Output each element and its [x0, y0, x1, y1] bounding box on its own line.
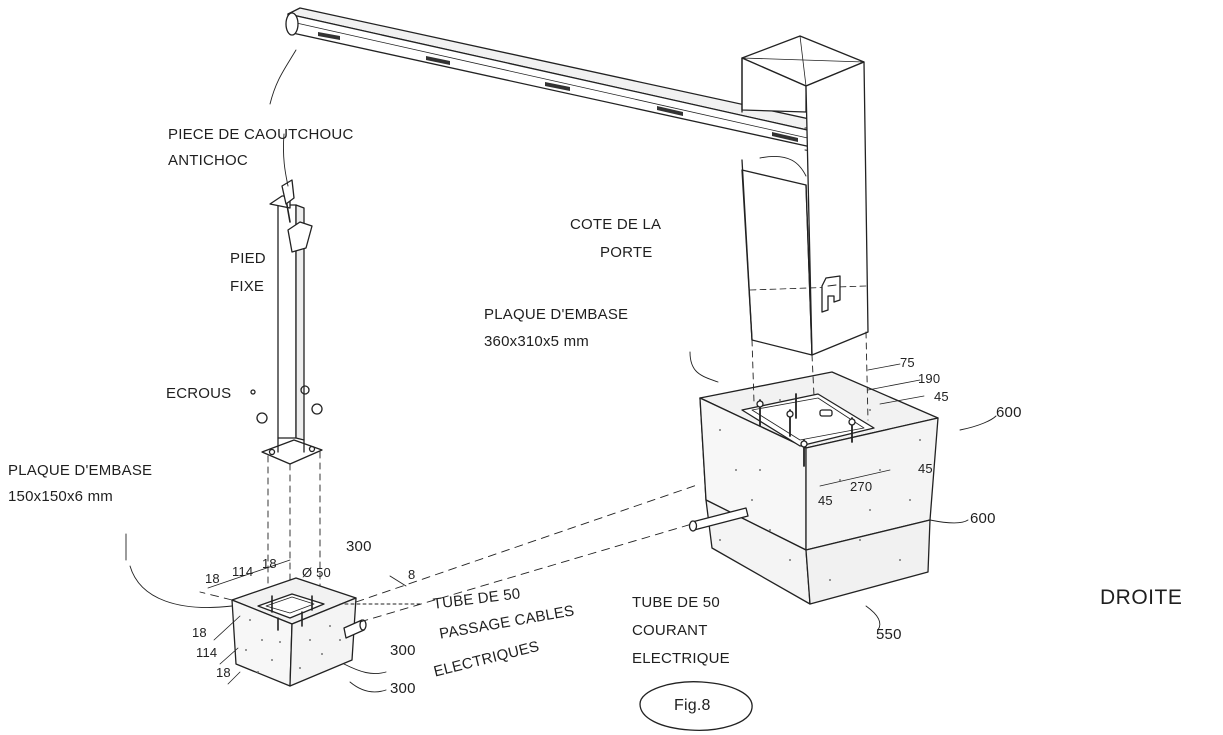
dim-large-45-right: 45 [934, 389, 949, 404]
dim-large-550: 550 [876, 626, 902, 643]
door-side-label-line1: COTE DE LA [570, 216, 662, 233]
dim-small-diameter: Ø 50 [302, 565, 331, 580]
dim-small-18-top: 18 [205, 571, 220, 586]
dim-large-600-side: 600 [970, 510, 996, 527]
foot-label: PIED [230, 250, 266, 267]
dim-small-114-top: 114 [232, 564, 254, 579]
large-base-plate-label: PLAQUE D'EMBASE [484, 306, 629, 323]
dim-large-75: 75 [900, 355, 915, 370]
dim-small-length-8: 8 [408, 567, 416, 582]
dim-large-600-top: 600 [996, 404, 1022, 421]
barrier-cabinet [741, 35, 869, 356]
arm-reflector-strips [318, 32, 798, 142]
small-base-plate-size: 150x150x6 mm [8, 488, 113, 505]
dim-small-300-side: 300 [390, 642, 416, 659]
cabinet-projection-lines [751, 331, 869, 421]
dim-small-18-top-right: 18 [262, 556, 277, 571]
anti-shock-label: ANTICHOC [168, 152, 248, 169]
small-concrete-foundation [231, 577, 367, 687]
dim-large-45-lower-right: 45 [918, 461, 933, 476]
dim-large-190: 190 [918, 371, 941, 386]
dim-small-300-bottom: 300 [390, 680, 416, 697]
foundation-connection-lines [199, 483, 701, 623]
dim-small-18-left-bottom: 18 [216, 665, 231, 680]
side-label: DROITE [1100, 586, 1183, 609]
large-concrete-foundation [688, 371, 939, 605]
dim-small-depth-300: 300 [346, 538, 372, 555]
dim-small-18-left: 18 [192, 625, 207, 640]
figure-number: Fig.8 [674, 697, 711, 714]
large-base-plate-size: 360x310x5 mm [484, 333, 589, 350]
dim-large-45-front: 45 [818, 493, 833, 508]
large-foundation-dimension-lines [819, 363, 925, 487]
power-tube-label-line3: ELECTRIQUE [632, 650, 730, 667]
dim-large-270: 270 [850, 479, 873, 494]
power-tube-label-line1: TUBE DE 50 [632, 594, 720, 611]
fixed-label: FIXE [230, 278, 265, 295]
small-base-plate-label: PLAQUE D'EMBASE [8, 462, 153, 479]
nuts-label: ECROUS [166, 385, 232, 402]
dim-small-114-left: 114 [196, 645, 218, 660]
rubber-piece-label: PIECE DE CAOUTCHOUC [168, 126, 354, 143]
figure-label-frame [639, 681, 753, 731]
barrier-arm [285, 7, 861, 159]
fixed-support-post [250, 179, 323, 465]
leader-lines [125, 49, 997, 693]
power-tube-label-line2: COURANT [632, 622, 708, 639]
small-foundation-dimension-lines [207, 559, 291, 685]
door-side-label-line2: PORTE [600, 244, 653, 261]
